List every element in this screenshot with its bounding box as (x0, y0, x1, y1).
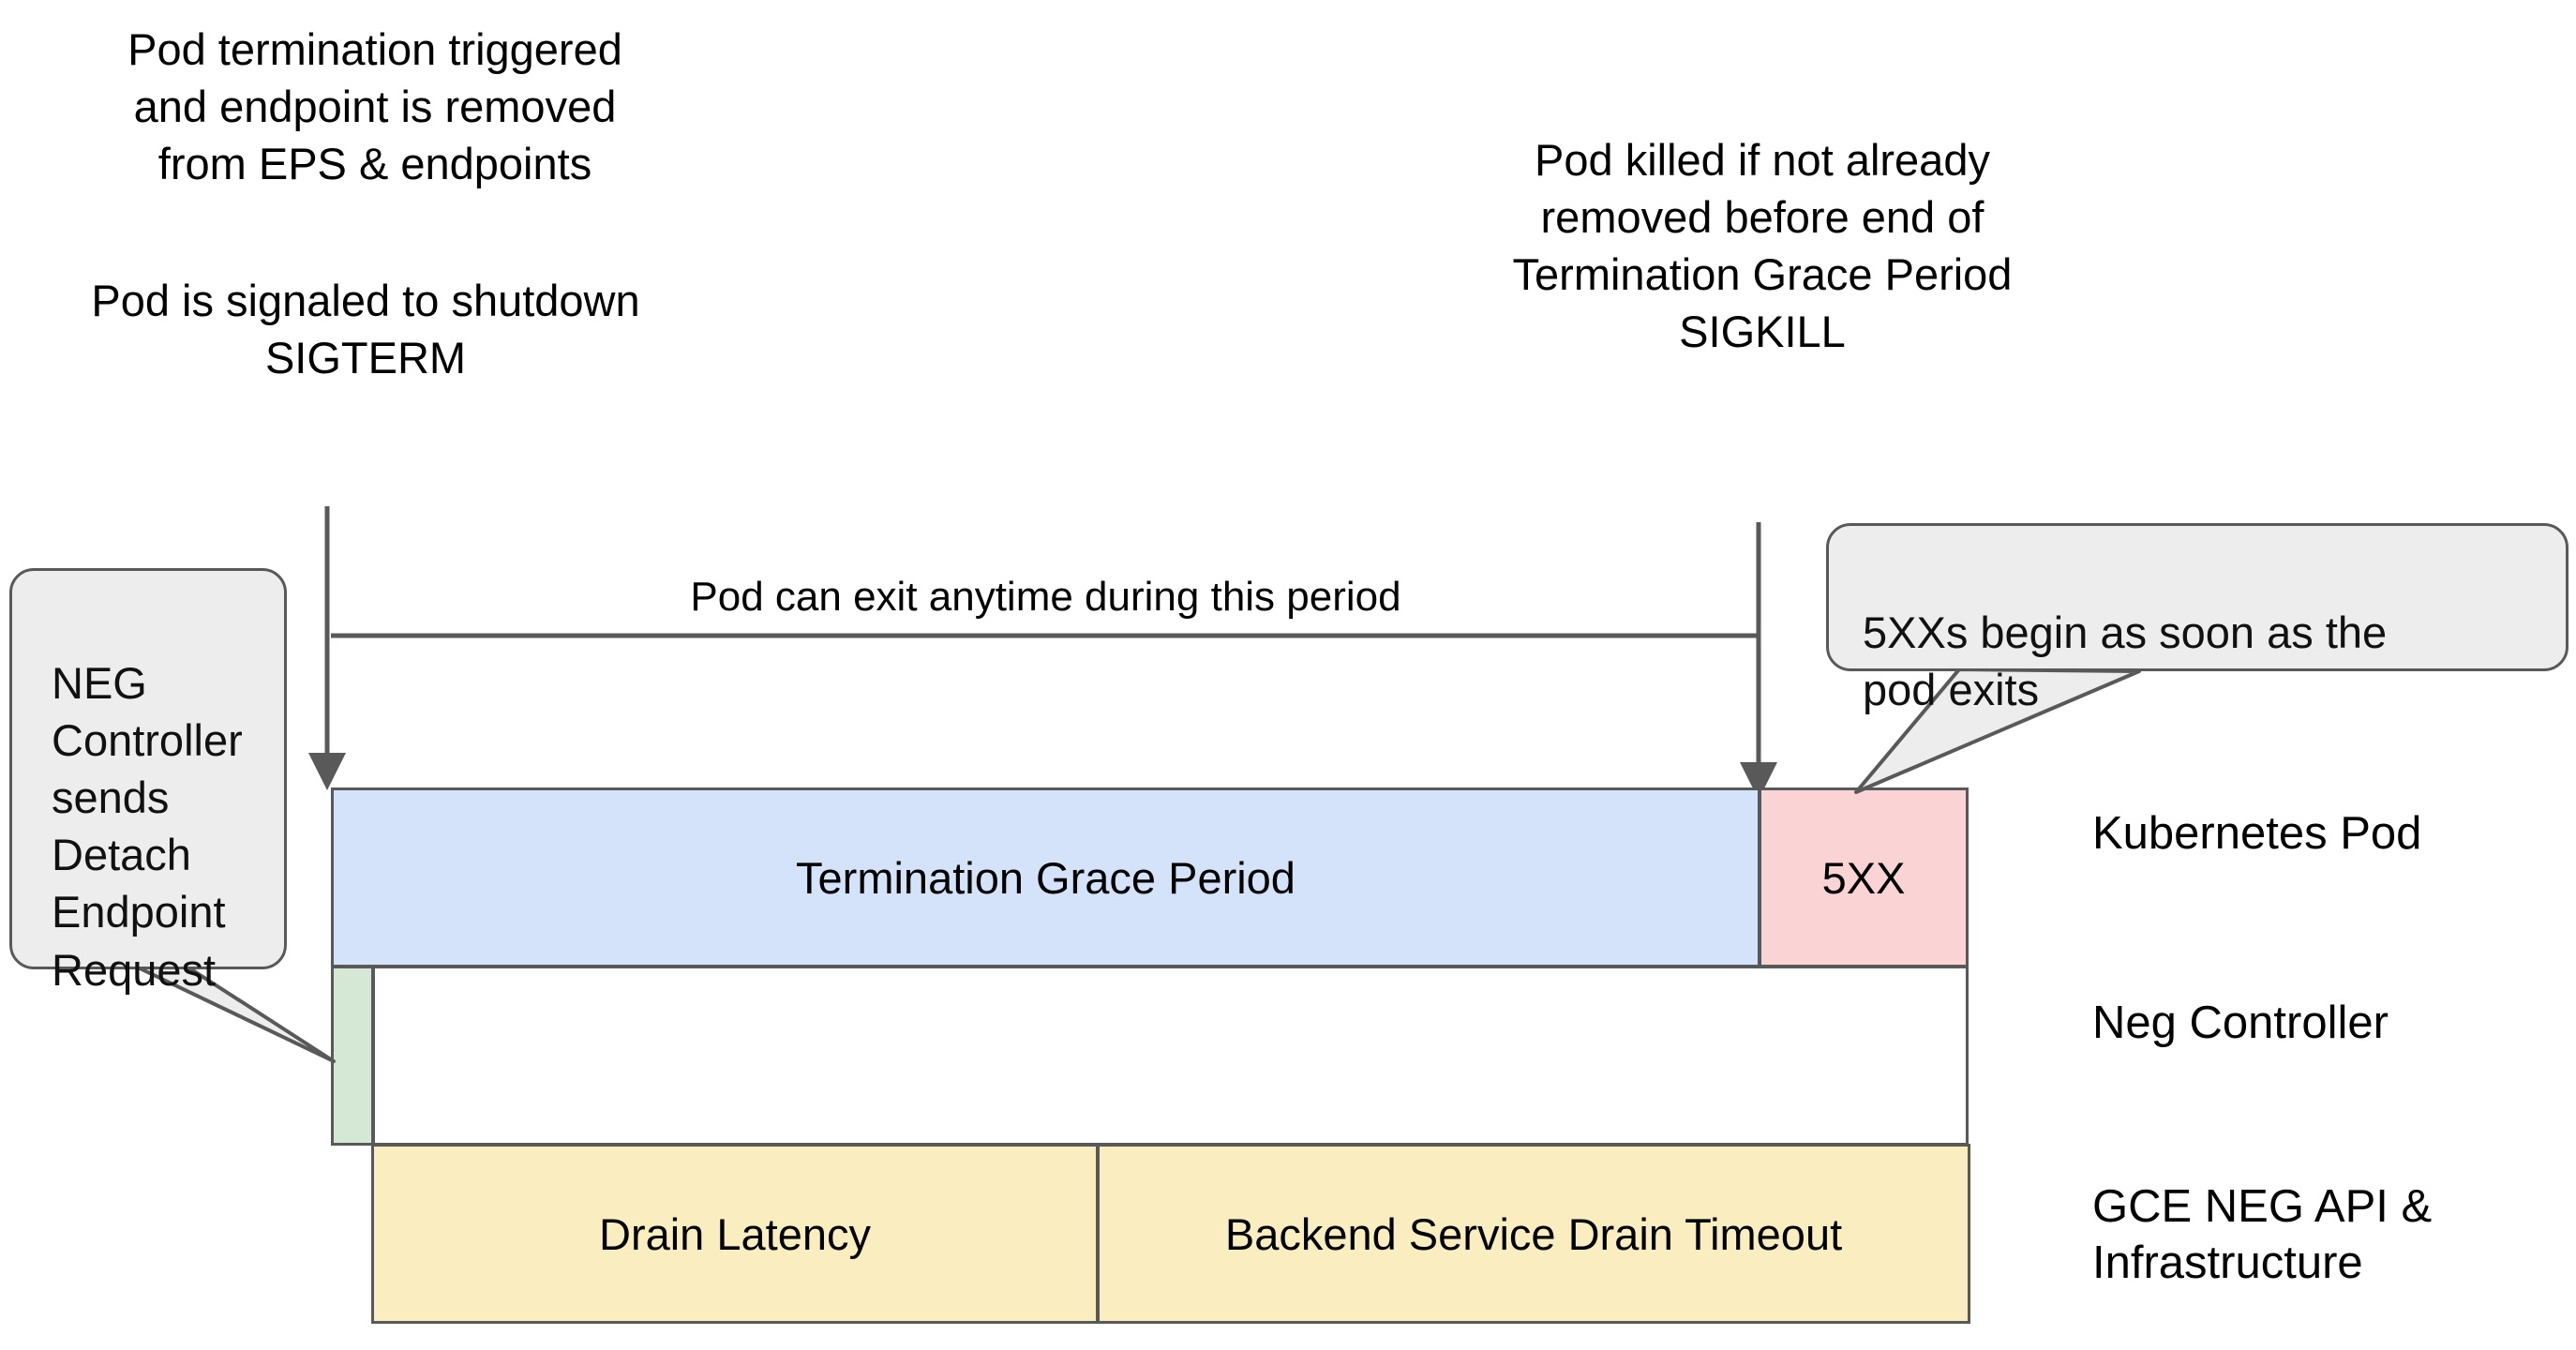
lane-label-kubernetes-pod: Kubernetes Pod (2092, 808, 2422, 859)
span-label-pod-can-exit: Pod can exit anytime during this period (690, 574, 1401, 620)
bar-termination-grace-period[interactable]: Termination Grace Period (331, 788, 1760, 968)
bar-drain-latency-label: Drain Latency (599, 1208, 871, 1259)
annotation-pod-termination-triggered: Pod termination triggered and endpoint i… (127, 24, 622, 189)
callout-neg-controller-text: NEG Controller sends Detach Endpoint Req… (52, 658, 243, 995)
callout-5xx-begin[interactable]: 5XXs begin as soon as the pod exits (1826, 523, 2569, 714)
bar-drain-latency[interactable]: Drain Latency (371, 1144, 1099, 1324)
annotation-pod-signaled-shutdown: Pod is signaled to shutdown SIGTERM (91, 276, 640, 383)
lane-label-gce-neg-api: GCE NEG API & Infrastructure (2092, 1181, 2433, 1288)
bar-termination-grace-period-label: Termination Grace Period (796, 852, 1295, 903)
callout-5xx-begin-text: 5XXs begin as soon as the pod exits (1863, 608, 2388, 715)
annotation-pod-killed-sigkill: Pod killed if not already removed before… (1512, 135, 2013, 357)
bar-backend-service-drain-timeout-label: Backend Service Drain Timeout (1224, 1208, 1843, 1259)
bar-backend-service-drain-timeout[interactable]: Backend Service Drain Timeout (1097, 1144, 1970, 1324)
bar-neg-detach-request[interactable] (331, 966, 374, 1146)
bar-5xx[interactable]: 5XX (1759, 788, 1969, 968)
callout-neg-controller[interactable]: NEG Controller sends Detach Endpoint Req… (9, 568, 287, 995)
lane-label-neg-controller: Neg Controller (2092, 998, 2389, 1048)
bar-neg-controller-lane[interactable] (372, 966, 1969, 1146)
bar-5xx-label: 5XX (1821, 852, 1906, 903)
